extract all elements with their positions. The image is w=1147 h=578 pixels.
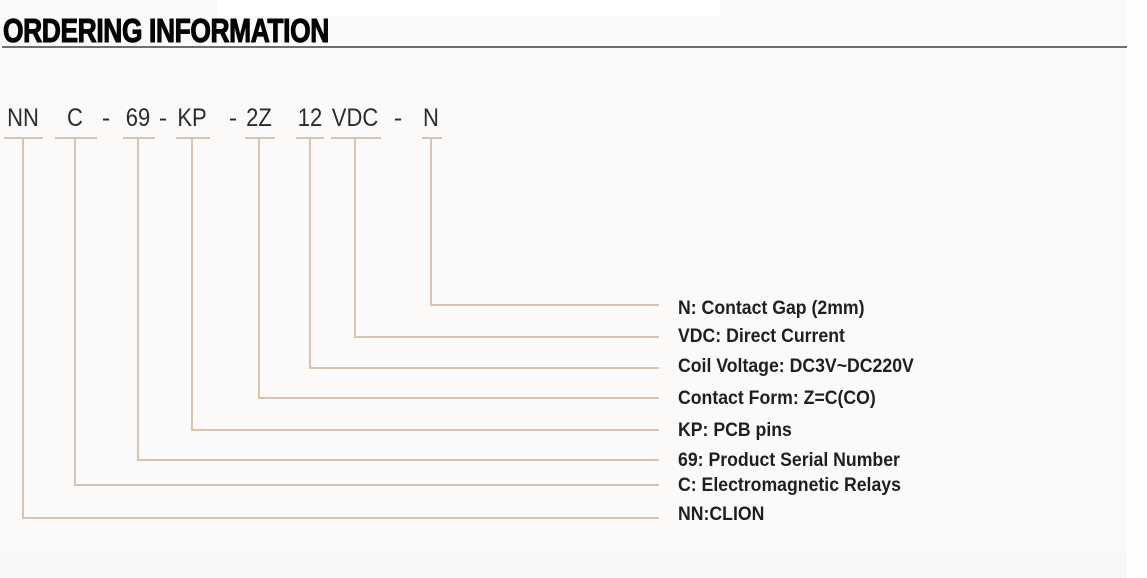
label-kp-meaning: KP: PCB pins <box>678 420 792 441</box>
connector-tbar-nn <box>4 137 43 139</box>
connector-tbar-vdc <box>331 137 381 139</box>
connector-tbar-kp <box>176 137 210 139</box>
part-code-n: N <box>423 104 439 132</box>
label-n-meaning: N: Contact Gap (2mm) <box>678 298 865 319</box>
label-c-meaning: C: Electromagnetic Relays <box>678 475 901 496</box>
connector-line-69 <box>137 139 659 461</box>
connector-tbar-n <box>422 137 442 139</box>
part-code-2z: 2Z <box>246 104 272 132</box>
part-separator: - <box>101 104 111 132</box>
connector-tbar-2z <box>245 137 275 139</box>
part-code-12: 12 <box>297 104 323 132</box>
connector-tbar-69 <box>123 137 155 139</box>
label-vdc-meaning: VDC: Direct Current <box>678 326 845 347</box>
part-code-kp: KP <box>177 104 207 132</box>
connector-tbar-c <box>55 137 97 139</box>
background-bottom-strip <box>0 552 1147 578</box>
connector-tbar-12 <box>296 137 324 139</box>
connector-line-12 <box>309 139 659 369</box>
label-69-meaning: 69: Product Serial Number <box>678 450 900 471</box>
part-code-c: C <box>67 104 83 132</box>
connector-line-vdc <box>354 139 659 338</box>
part-code-nn: NN <box>7 104 39 132</box>
part-separator: - <box>393 104 403 132</box>
connector-line-2z <box>258 139 659 399</box>
connector-line-c <box>74 139 659 486</box>
label-nn-meaning: NN:CLION <box>678 504 765 525</box>
title-underline <box>2 46 1127 48</box>
part-separator: - <box>228 104 238 132</box>
label-2z-meaning: Contact Form: Z=C(CO) <box>678 388 876 409</box>
part-code-69: 69 <box>125 104 151 132</box>
part-separator: - <box>158 104 168 132</box>
connector-line-n <box>430 139 659 306</box>
background-highlight-strip <box>218 0 720 16</box>
section-title: ORDERING INFORMATION <box>3 12 330 49</box>
part-code-vdc: VDC <box>331 104 379 132</box>
connector-line-kp <box>191 139 659 431</box>
connector-line-nn <box>22 139 659 519</box>
background-right-strip <box>1127 0 1147 578</box>
label-12-meaning: Coil Voltage: DC3V~DC220V <box>678 356 914 377</box>
